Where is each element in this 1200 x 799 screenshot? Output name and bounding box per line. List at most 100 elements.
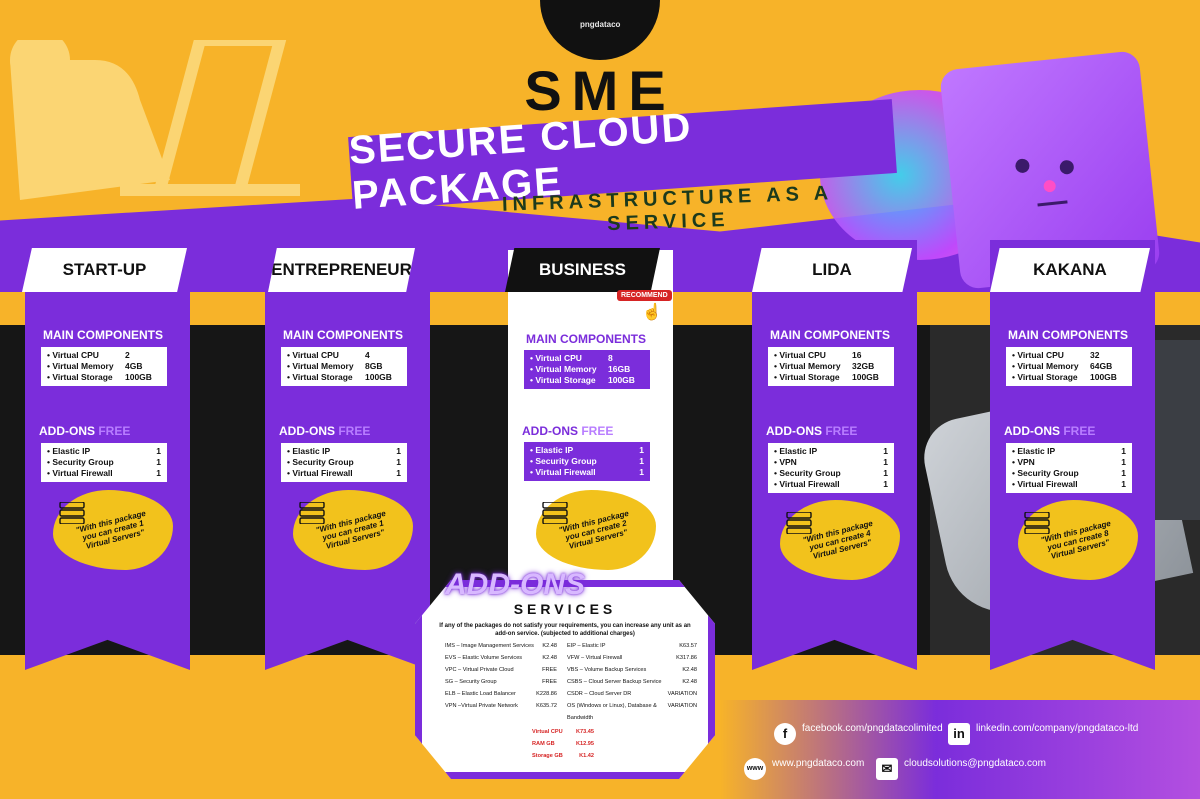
addons-label: ADD-ONS: [39, 424, 95, 438]
component-row: Virtual Storage 100GB: [774, 372, 888, 383]
package-name-tag: START-UP: [22, 248, 187, 292]
free-label: FREE: [338, 424, 371, 438]
service-label: Virtual CPU: [532, 729, 563, 735]
addon-value: 1: [883, 468, 888, 478]
servers-splash: "With this package you can create 2 Virt…: [536, 490, 656, 570]
addon-value: 1: [1121, 446, 1126, 456]
server-icon: [299, 502, 325, 524]
service-price: VARIATION: [667, 703, 697, 709]
addons-label: ADD-ONS: [1004, 424, 1060, 438]
component-label: Virtual Storage: [774, 372, 839, 383]
facebook-text: facebook.com/pngdatacolimited: [802, 723, 943, 734]
component-value: 4GB: [125, 361, 143, 371]
addons-title: ADD-ONS FREE: [39, 424, 130, 438]
free-label: FREE: [98, 424, 131, 438]
addon-value: 1: [1121, 468, 1126, 478]
logo-text: pngdataco: [580, 20, 621, 29]
addon-value: 1: [1121, 479, 1126, 489]
package-name-tag: ENTREPRENEUR: [268, 248, 415, 292]
addons-label: ADD-ONS: [279, 424, 335, 438]
service-label: VFW – Virtual Firewall: [567, 655, 623, 661]
service-label: CSDR – Cloud Server DR: [567, 691, 632, 697]
linkedin-text: linkedin.com/company/pngdataco-ltd: [976, 723, 1139, 734]
service-price: K12.95: [575, 741, 594, 747]
component-value: 32: [1090, 350, 1100, 360]
mascot-mouth: [1037, 200, 1068, 207]
service-price: K317.86: [676, 655, 697, 661]
addon-row: Elastic IP1: [1012, 446, 1126, 457]
addon-value: 1: [396, 446, 401, 456]
component-label: Virtual Storage: [47, 372, 112, 383]
service-price: K2.48: [542, 655, 557, 661]
servers-splash: "With this package you can create 1 Virt…: [293, 490, 413, 570]
website-link[interactable]: www www.pngdataco.com: [744, 758, 884, 780]
server-icon: [542, 502, 568, 524]
addon-label: Virtual Firewall: [530, 467, 595, 478]
component-label: Virtual Memory: [1012, 361, 1078, 372]
addon-value: 1: [1121, 457, 1126, 467]
addon-row: Elastic IP1: [530, 445, 644, 456]
addon-value: 1: [396, 468, 401, 478]
server-icon: [1024, 512, 1050, 534]
recommend-badge[interactable]: RECOMMEND: [617, 290, 672, 301]
component-value: 16GB: [608, 364, 631, 374]
email-link[interactable]: ✉ cloudsolutions@pngdataco.com: [876, 758, 1076, 780]
main-components-title: MAIN COMPONENTS: [526, 332, 646, 346]
main-components-title: MAIN COMPONENTS: [1008, 328, 1128, 342]
component-value: 4: [365, 350, 370, 360]
addon-label: Elastic IP: [47, 446, 90, 457]
main-components-list: Virtual CPU2Virtual Memory4GBVirtual Sto…: [41, 347, 167, 386]
facebook-link[interactable]: f facebook.com/pngdatacolimited: [774, 723, 946, 745]
addon-value: 1: [639, 445, 644, 455]
addon-value: 1: [639, 456, 644, 466]
addon-value: 1: [639, 467, 644, 477]
servers-splash: "With this package you can create 4 Virt…: [780, 500, 900, 580]
addon-row: Elastic IP1: [47, 446, 161, 457]
component-label: Virtual CPU: [1012, 350, 1064, 361]
component-value: 100GB: [852, 372, 879, 382]
addons-list: Elastic IP1Security Group1Virtual Firewa…: [524, 442, 650, 481]
linkedin-link[interactable]: in linkedin.com/company/pngdataco-ltd: [948, 723, 1148, 745]
mascot-eye: [1014, 158, 1031, 174]
component-label: Virtual Storage: [1012, 372, 1077, 383]
main-components-title: MAIN COMPONENTS: [283, 328, 403, 342]
service-price: K63.57: [679, 643, 697, 649]
service-price: VARIATION: [667, 691, 697, 697]
www-icon: www: [744, 758, 766, 780]
service-label: SG – Security Group: [445, 679, 497, 685]
addons-title: ADD-ONS FREE: [766, 424, 857, 438]
addon-label: Security Group: [287, 457, 353, 468]
addon-value: 1: [883, 457, 888, 467]
addon-label: Security Group: [47, 457, 113, 468]
service-label: OS (Windows or Linux), Database & Bandwi…: [567, 703, 657, 721]
email-text: cloudsolutions@pngdataco.com: [904, 758, 1046, 769]
component-value: 64GB: [1090, 361, 1113, 371]
service-label: VPC – Virtual Private Cloud: [445, 667, 514, 673]
addon-row: Virtual Firewall 1: [530, 467, 644, 478]
person-at-laptop-illustration: [10, 40, 300, 200]
addon-value: 1: [396, 457, 401, 467]
component-value: 100GB: [608, 375, 635, 385]
server-icon: [786, 512, 812, 534]
service-label: RAM GB: [532, 741, 555, 747]
main-components-list: Virtual CPU4Virtual Memory8GBVirtual Sto…: [281, 347, 407, 386]
service-label: VBS – Volume Backup Services: [567, 667, 647, 673]
component-label: Virtual Storage: [287, 372, 352, 383]
component-label: Virtual Memory: [530, 364, 596, 375]
component-value: 100GB: [125, 372, 152, 382]
service-label: CSBS – Cloud Server Backup Service: [567, 679, 662, 685]
